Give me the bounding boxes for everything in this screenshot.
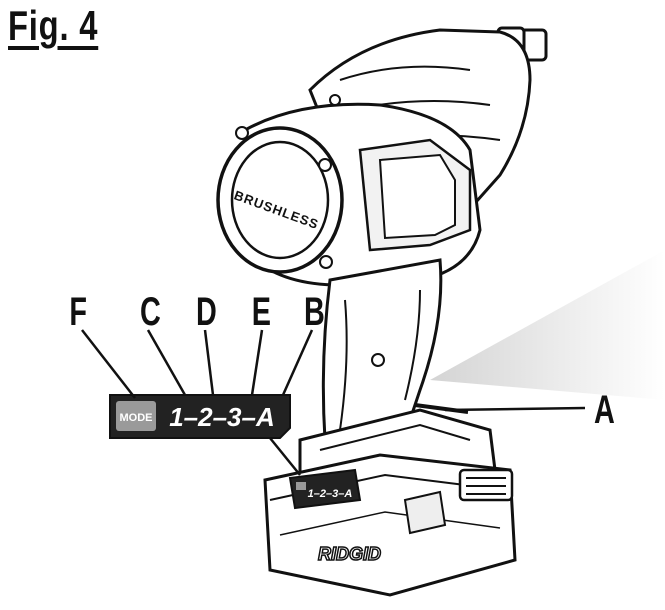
led-light-beam (430, 250, 665, 400)
callout-b: B (304, 290, 325, 334)
speed-sequence-label: 1–2–3–A (169, 402, 275, 432)
rear-end-cap (216, 94, 344, 274)
panel-leader (269, 437, 301, 476)
figure-title: Fig. 4 (8, 2, 99, 49)
mode-button[interactable] (116, 401, 156, 431)
enlarged-control-panel: MODE 1–2–3–A (109, 394, 291, 439)
callout-c: C (140, 290, 161, 334)
callout-leaders (81, 329, 586, 412)
brand-logo: RIDGID (318, 544, 381, 564)
callout-d: D (196, 290, 217, 334)
callout-f: F (69, 290, 88, 334)
callout-a: A (594, 388, 615, 432)
callout-e: E (251, 290, 271, 334)
tool-panel-sequence: 1–2–3–A (308, 488, 353, 500)
mode-button-label: MODE (120, 412, 153, 424)
tool-control-panel: 1–2–3–A (288, 468, 362, 510)
